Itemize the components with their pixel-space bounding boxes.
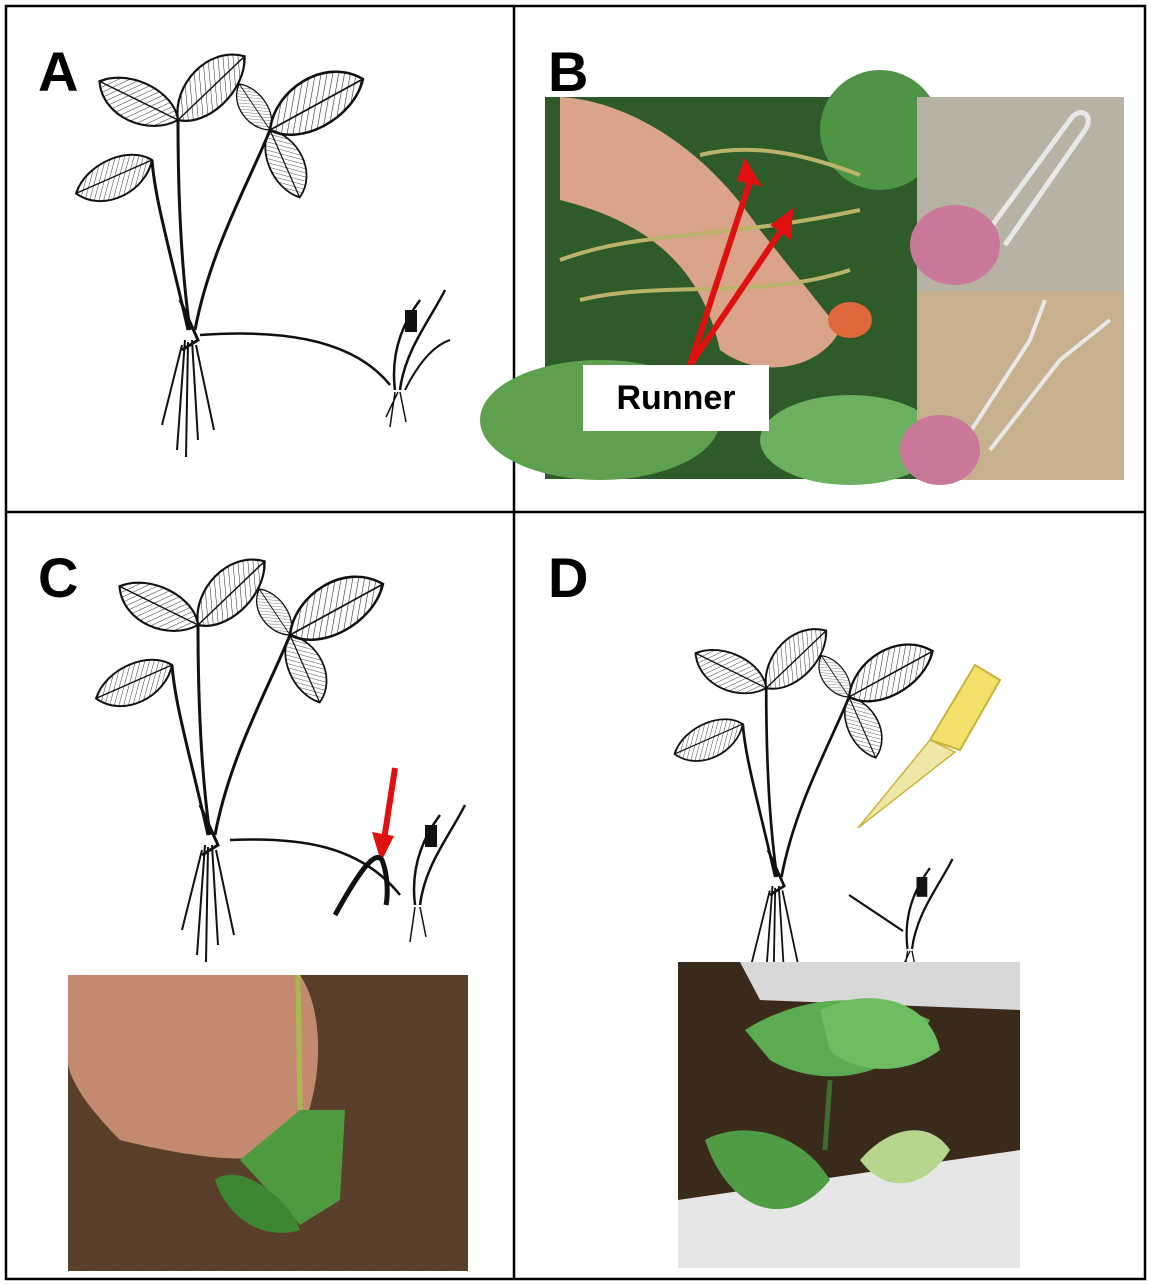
panel-label-b: B bbox=[548, 44, 588, 100]
hairpin-photo-top bbox=[910, 97, 1124, 291]
panel-c-photo bbox=[68, 975, 468, 1271]
panel-label-c: C bbox=[38, 550, 78, 606]
daughter-plant bbox=[386, 290, 450, 427]
panel-d-photo bbox=[678, 962, 1020, 1268]
hairpin-pin bbox=[335, 857, 387, 915]
runner-annotation: Runner bbox=[583, 365, 769, 431]
panel-label-d: D bbox=[548, 550, 588, 606]
runner-stem bbox=[200, 333, 390, 385]
strawberry bbox=[828, 302, 872, 338]
hairpin-photo-bottom bbox=[900, 291, 1124, 485]
pin-arrow bbox=[372, 768, 395, 862]
panel-d-cutting-illustration bbox=[668, 616, 952, 991]
panel-a-plant-illustration bbox=[69, 41, 450, 457]
panel-c-pinning-illustration bbox=[89, 546, 465, 962]
panel-label-a: A bbox=[38, 44, 78, 100]
